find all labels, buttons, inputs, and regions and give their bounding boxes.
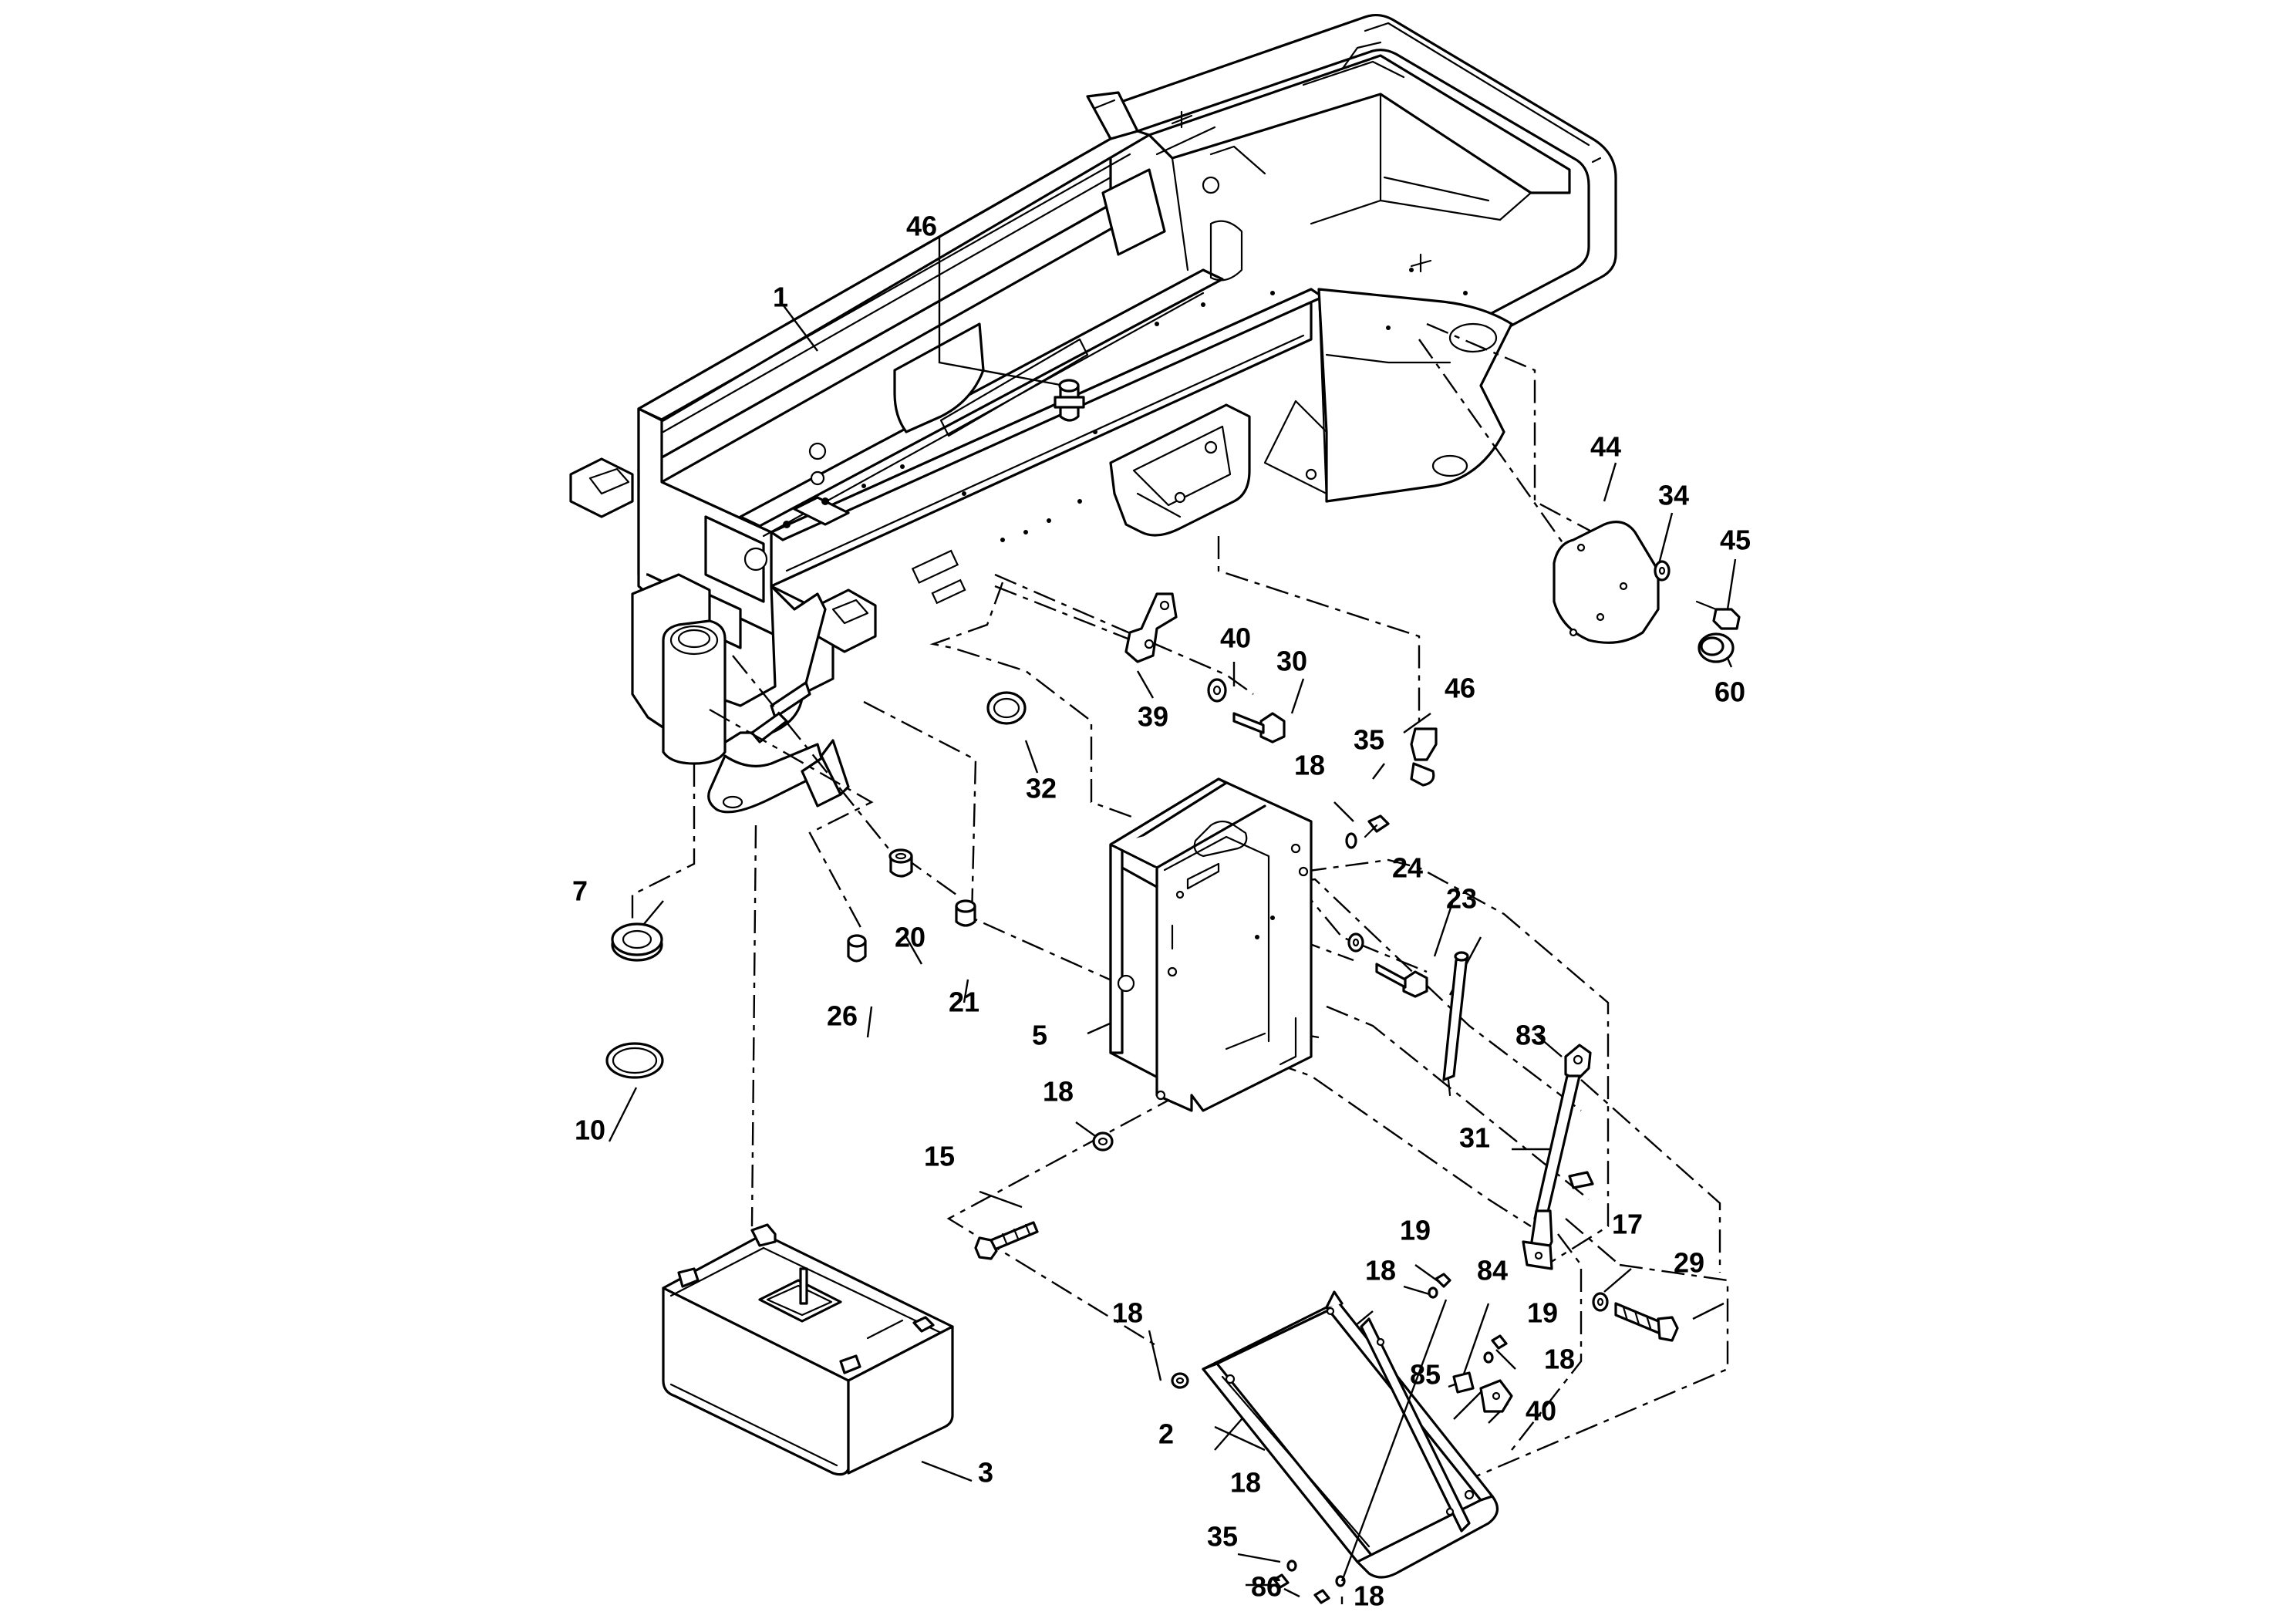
callout-7: 7 — [572, 875, 588, 907]
callout-83: 83 — [1515, 1020, 1546, 1051]
washer-40-upper — [1207, 678, 1227, 703]
washer-18-c — [1428, 1286, 1438, 1299]
callout-26: 26 — [827, 1000, 858, 1032]
washer-18-f — [1286, 1560, 1297, 1572]
callout-40-lower: 40 — [1526, 1395, 1556, 1427]
battery-box-5 — [1109, 777, 1313, 1112]
callout-20: 20 — [895, 922, 925, 953]
callout-18-f: 18 — [1230, 1467, 1261, 1499]
bolt-45 — [1695, 600, 1741, 630]
fitting-46-upper — [1054, 379, 1085, 422]
ring-32 — [986, 691, 1027, 725]
main-frame — [569, 13, 1617, 814]
callout-84: 84 — [1477, 1255, 1508, 1286]
callout-60: 60 — [1714, 676, 1745, 708]
bolt-15 — [974, 1221, 1039, 1260]
callout-10: 10 — [575, 1114, 605, 1146]
callout-39: 39 — [1138, 701, 1168, 733]
callout-29: 29 — [1674, 1247, 1704, 1279]
callout-21: 21 — [949, 986, 979, 1018]
washer-18-d — [1483, 1351, 1494, 1364]
bolt-30 — [1232, 712, 1286, 744]
washer-24 — [1347, 932, 1364, 953]
callout-2: 2 — [1158, 1418, 1174, 1450]
callout-32: 32 — [1026, 773, 1057, 804]
callout-31: 31 — [1459, 1122, 1490, 1154]
callout-15: 15 — [924, 1141, 955, 1172]
callout-18-g: 18 — [1354, 1580, 1384, 1612]
callout-18-c: 18 — [1365, 1255, 1396, 1286]
washer-18-e — [1171, 1372, 1189, 1389]
callout-34: 34 — [1658, 480, 1689, 511]
callout-18-b: 18 — [1043, 1076, 1074, 1108]
callout-30: 30 — [1276, 646, 1307, 677]
grommet-60 — [1698, 632, 1735, 663]
nut-26 — [847, 934, 867, 963]
bracket-40-lower — [1479, 1379, 1513, 1413]
callout-86: 86 — [1251, 1571, 1282, 1603]
tank-3 — [662, 1223, 954, 1476]
fitting-21 — [955, 899, 976, 927]
nut-35-b — [1273, 1573, 1290, 1589]
callout-18-a: 18 — [1294, 750, 1325, 781]
gas-strut-31 — [1522, 1044, 1594, 1270]
callout-35-b: 35 — [1207, 1521, 1238, 1553]
callout-1: 1 — [773, 282, 788, 313]
callout-5: 5 — [1032, 1020, 1047, 1051]
washer-17 — [1592, 1292, 1609, 1312]
callout-19-b: 19 — [1527, 1297, 1558, 1329]
callout-labels: 1 46 44 34 45 60 46 40 30 39 32 18 35 24… — [572, 211, 1751, 1612]
cover-2 — [1202, 1290, 1499, 1579]
washer-18-a — [1345, 832, 1357, 849]
rod-83 — [1442, 951, 1469, 1097]
callout-40-upper: 40 — [1220, 622, 1251, 654]
bracket-39 — [1124, 592, 1178, 663]
nut-86 — [1313, 1589, 1330, 1604]
cover-plate-44 — [1553, 521, 1660, 644]
callout-24: 24 — [1392, 852, 1423, 884]
callout-19-a: 19 — [1400, 1215, 1431, 1246]
seal-ring-7 — [611, 922, 663, 962]
leader-84 — [1340, 1299, 1448, 1582]
fitting-46-lower — [1410, 727, 1438, 787]
washer-34 — [1654, 560, 1671, 582]
nut-19-a — [1435, 1273, 1451, 1288]
callout-18-e: 18 — [1112, 1297, 1143, 1329]
bolt-23 — [1375, 963, 1428, 998]
callout-3: 3 — [978, 1457, 993, 1489]
callout-46-lower: 46 — [1445, 673, 1475, 704]
washer-18-b — [1092, 1131, 1114, 1152]
ring-10 — [605, 1042, 664, 1079]
callout-85: 85 — [1410, 1359, 1441, 1391]
hinge-85 — [1452, 1371, 1475, 1394]
callout-23: 23 — [1446, 883, 1477, 915]
bolt-29 — [1614, 1302, 1679, 1342]
callout-45: 45 — [1720, 524, 1751, 556]
screw-35-a — [1364, 814, 1390, 838]
callout-46-upper: 46 — [906, 211, 937, 242]
callout-44: 44 — [1590, 431, 1621, 463]
bushing-20 — [888, 848, 913, 878]
callout-17: 17 — [1612, 1209, 1643, 1240]
callout-18-d: 18 — [1544, 1344, 1575, 1375]
callout-35-a: 35 — [1354, 724, 1384, 756]
front-small-parts — [605, 848, 976, 1079]
nut-19-b — [1491, 1334, 1508, 1350]
